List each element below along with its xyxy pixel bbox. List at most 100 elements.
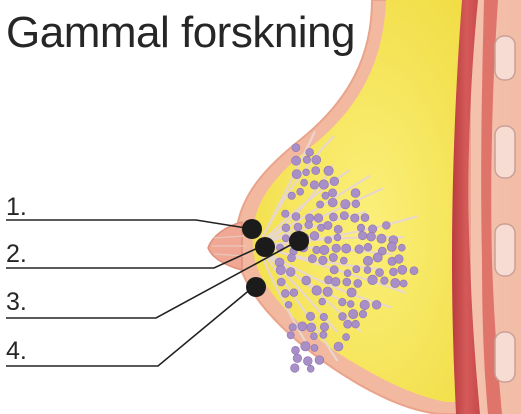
leader-line-4 — [6, 288, 252, 366]
lobule-43 — [325, 237, 332, 244]
lobule-98 — [339, 298, 347, 306]
lobule-77 — [376, 269, 384, 277]
lobule-94 — [323, 287, 332, 296]
lobule-66 — [340, 257, 347, 264]
lobule-104 — [339, 313, 347, 321]
lobule-88 — [381, 277, 389, 285]
lobule-12 — [319, 180, 328, 189]
lobule-26 — [314, 214, 323, 223]
lobule-123 — [315, 356, 324, 365]
lobule-17 — [329, 189, 337, 197]
lobule-82 — [302, 276, 311, 285]
lobule-100 — [360, 300, 369, 309]
lobule-44 — [334, 234, 341, 241]
lobule-56 — [355, 245, 364, 254]
lobule-78 — [390, 268, 398, 276]
lobule-5 — [312, 155, 321, 164]
lobule-42 — [310, 231, 319, 240]
lobule-118 — [301, 342, 310, 351]
lobule-37 — [357, 224, 364, 231]
lobule-114 — [310, 333, 317, 340]
lobule-120 — [334, 342, 343, 351]
lobule-57 — [364, 243, 372, 251]
lobule-13 — [330, 177, 339, 186]
lobule-76 — [364, 267, 371, 274]
lobule-102 — [306, 312, 314, 320]
lobule-65 — [329, 253, 337, 261]
lobule-105 — [349, 309, 358, 318]
lobule-19 — [317, 201, 324, 208]
lobule-122 — [303, 357, 312, 366]
lobule-81 — [277, 278, 285, 286]
lobule-47 — [377, 234, 386, 243]
lobule-46 — [367, 232, 376, 241]
lobule-112 — [352, 320, 360, 328]
lobule-75 — [353, 266, 360, 273]
lobule-32 — [294, 223, 302, 231]
lobule-121 — [293, 354, 302, 363]
lobule-60 — [398, 244, 405, 251]
lobule-28 — [340, 212, 348, 220]
lobule-109 — [307, 323, 316, 332]
lobule-16 — [322, 192, 329, 199]
lobule-71 — [276, 265, 285, 274]
lobule-95 — [347, 288, 356, 297]
lobule-73 — [330, 266, 338, 274]
lobule-111 — [344, 320, 352, 328]
leader-line-1 — [6, 220, 246, 228]
lobule-103 — [320, 313, 327, 320]
lobule-24 — [292, 213, 300, 221]
lobule-38 — [368, 225, 376, 233]
lobule-67 — [363, 256, 372, 265]
lobule-63 — [308, 255, 316, 263]
lobule-101 — [372, 300, 381, 309]
lobule-59 — [387, 242, 396, 251]
lobule-72 — [286, 268, 295, 277]
lobule-4 — [303, 156, 310, 163]
lobule-3 — [292, 156, 301, 165]
lobule-18 — [351, 189, 360, 198]
lobule-33 — [305, 221, 313, 229]
lobule-20 — [328, 198, 337, 207]
lobule-124 — [291, 364, 300, 373]
label-number-2: 2. — [6, 240, 27, 269]
lobule-107 — [289, 324, 296, 331]
lobule-21 — [341, 200, 350, 209]
lobule-40 — [282, 235, 289, 242]
lobule-90 — [400, 280, 407, 287]
label-number-1: 1. — [6, 193, 27, 222]
marker-1 — [242, 219, 262, 239]
marker-4 — [246, 277, 266, 297]
lobule-23 — [282, 210, 289, 217]
lobule-108 — [298, 322, 307, 331]
marker-3 — [289, 231, 309, 251]
rib-2 — [495, 126, 515, 178]
lobule-85 — [343, 278, 351, 286]
lobule-45 — [358, 231, 366, 239]
rib-3 — [495, 224, 515, 276]
lobule-54 — [332, 244, 340, 252]
lobule-87 — [368, 275, 378, 285]
lobule-119 — [311, 344, 318, 351]
lobule-53 — [320, 245, 329, 254]
lobule-93 — [312, 286, 322, 296]
lobule-80 — [410, 267, 418, 275]
lobule-29 — [351, 214, 359, 222]
lobule-55 — [342, 244, 351, 253]
lobule-86 — [354, 279, 362, 287]
label-number-4: 4. — [6, 337, 27, 366]
lobule-89 — [391, 278, 400, 287]
lobule-6 — [292, 170, 301, 179]
lobule-70 — [395, 255, 404, 264]
lobule-99 — [347, 301, 354, 308]
lobule-62 — [288, 254, 296, 262]
lobule-97 — [319, 298, 326, 305]
lobule-10 — [301, 179, 308, 186]
lobule-79 — [398, 265, 407, 274]
lobule-1 — [292, 144, 300, 152]
lobule-31 — [282, 224, 290, 232]
lobule-22 — [352, 200, 360, 208]
lobule-117 — [292, 346, 300, 354]
lobule-64 — [319, 256, 328, 265]
